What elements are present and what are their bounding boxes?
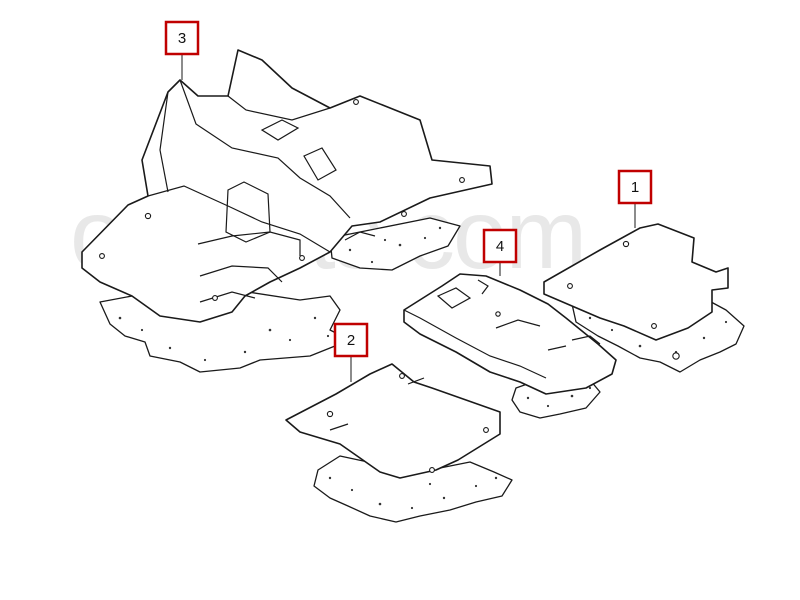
part-1-mat-body <box>543 223 729 341</box>
callout-2: 2 <box>333 322 369 382</box>
part-2-mat-body <box>285 363 501 479</box>
part-4-cutout <box>436 287 472 309</box>
part-4-mat-body <box>403 273 617 395</box>
callout-1: 1 <box>617 169 653 228</box>
part-4-mat <box>403 273 617 419</box>
callout-3: 3 <box>164 20 200 80</box>
callout-1-label: 1 <box>631 179 639 196</box>
callout-4: 4 <box>482 228 518 276</box>
part-2-mat <box>285 363 513 523</box>
part-3-rear-insulator <box>329 217 461 271</box>
part-3-tunnel <box>179 79 351 219</box>
callout-4-label: 4 <box>496 238 504 255</box>
callout-3-label: 3 <box>178 30 186 47</box>
callout-2-label: 2 <box>347 332 355 349</box>
part-3-floor-mat <box>81 49 493 373</box>
part-1-mat <box>543 223 745 373</box>
